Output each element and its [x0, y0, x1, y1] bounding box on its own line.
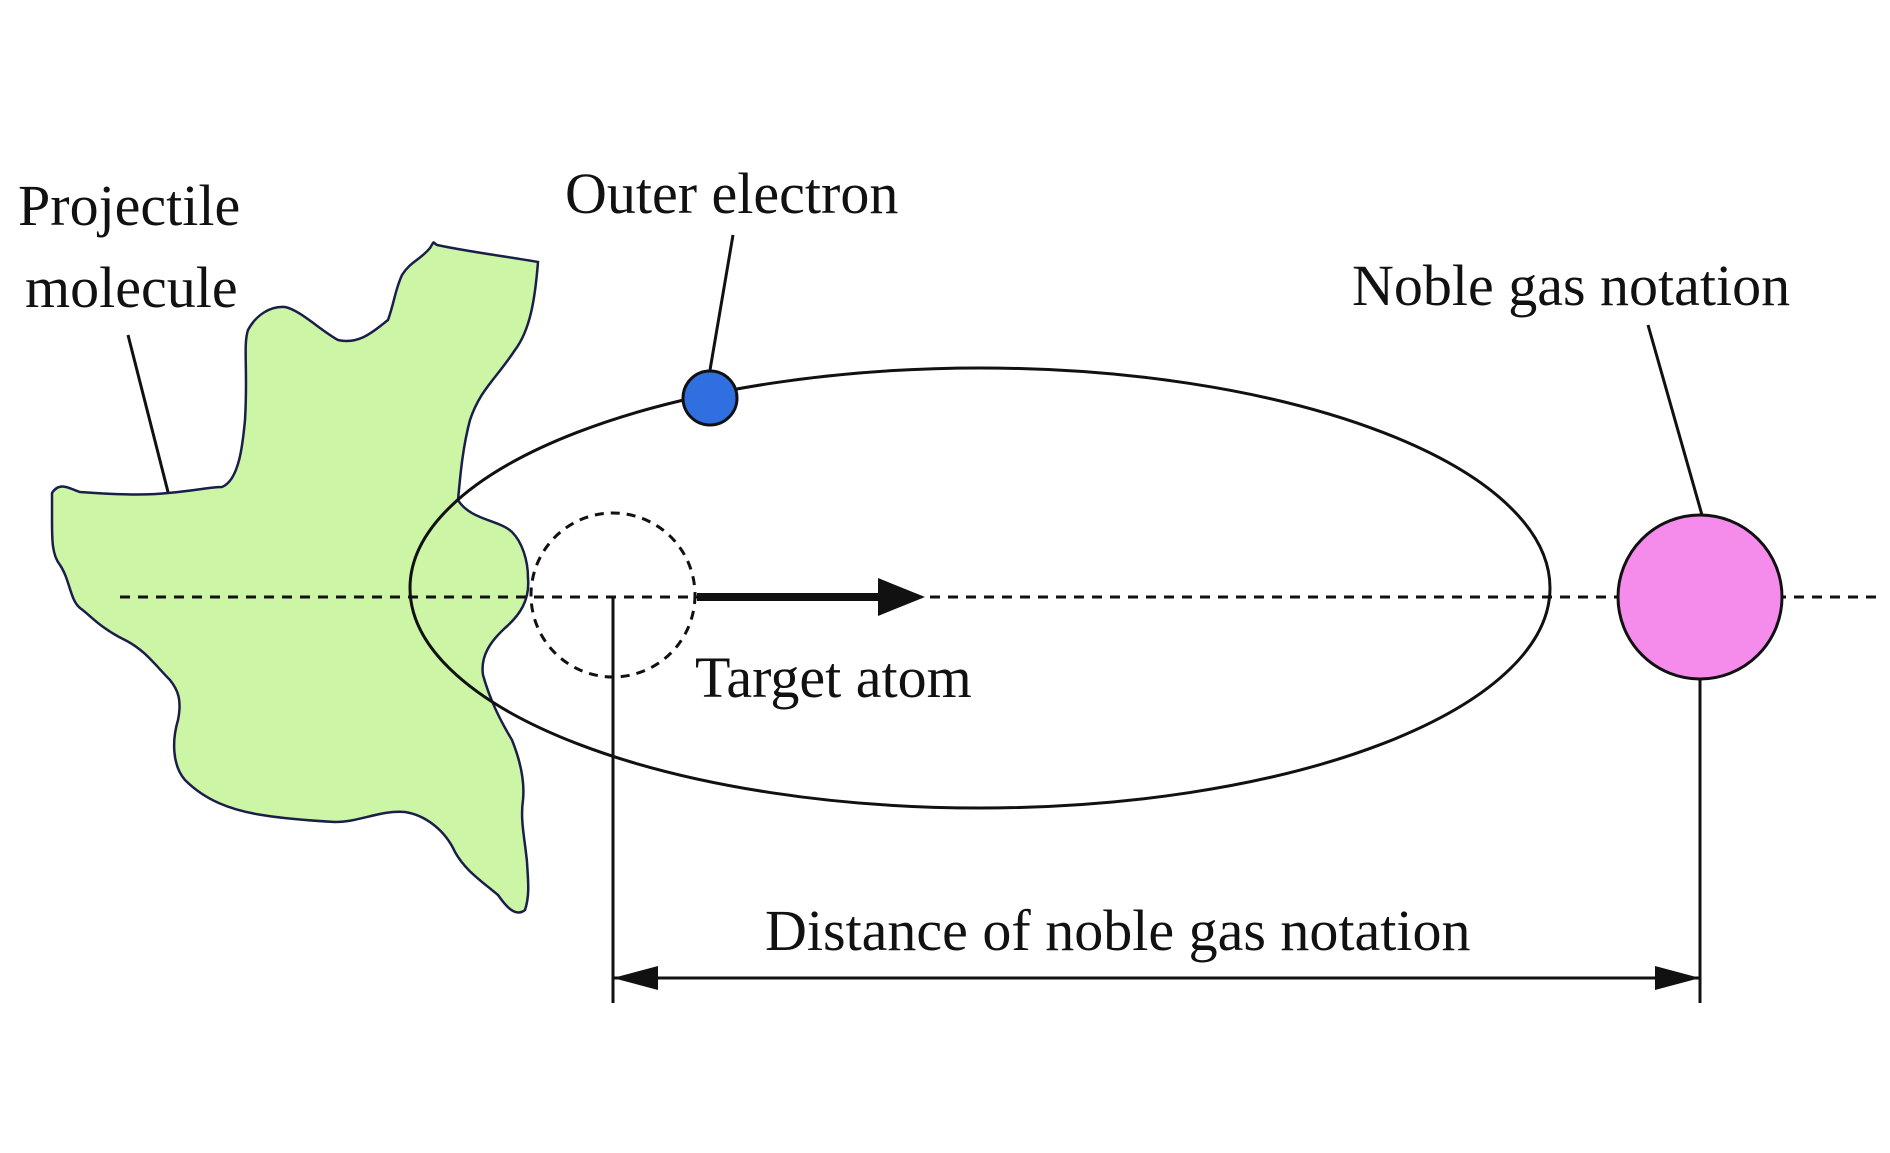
outer-electron-dot — [681, 369, 739, 427]
outer-electron-label: Outer electron — [565, 161, 898, 226]
projectile-label-line1: Projectile — [18, 173, 240, 238]
outer-electron-leader — [708, 234, 735, 371]
distance-arrowhead-left — [613, 966, 658, 990]
projectile-label-line2: molecule — [25, 255, 238, 320]
noble-gas-atom — [1616, 513, 1784, 681]
target-atom-label: Target atom — [695, 645, 972, 710]
noble-gas-label: Noble gas notation — [1352, 253, 1790, 318]
projectile-molecule-shape — [50, 241, 540, 914]
electron-orbit — [408, 366, 1552, 810]
target-motion-arrowhead — [878, 578, 925, 616]
noble-gas-leader — [1646, 324, 1704, 516]
distance-label: Distance of noble gas notation — [765, 898, 1471, 963]
distance-arrowhead-right — [1655, 966, 1700, 990]
projectile-leader — [126, 334, 170, 493]
